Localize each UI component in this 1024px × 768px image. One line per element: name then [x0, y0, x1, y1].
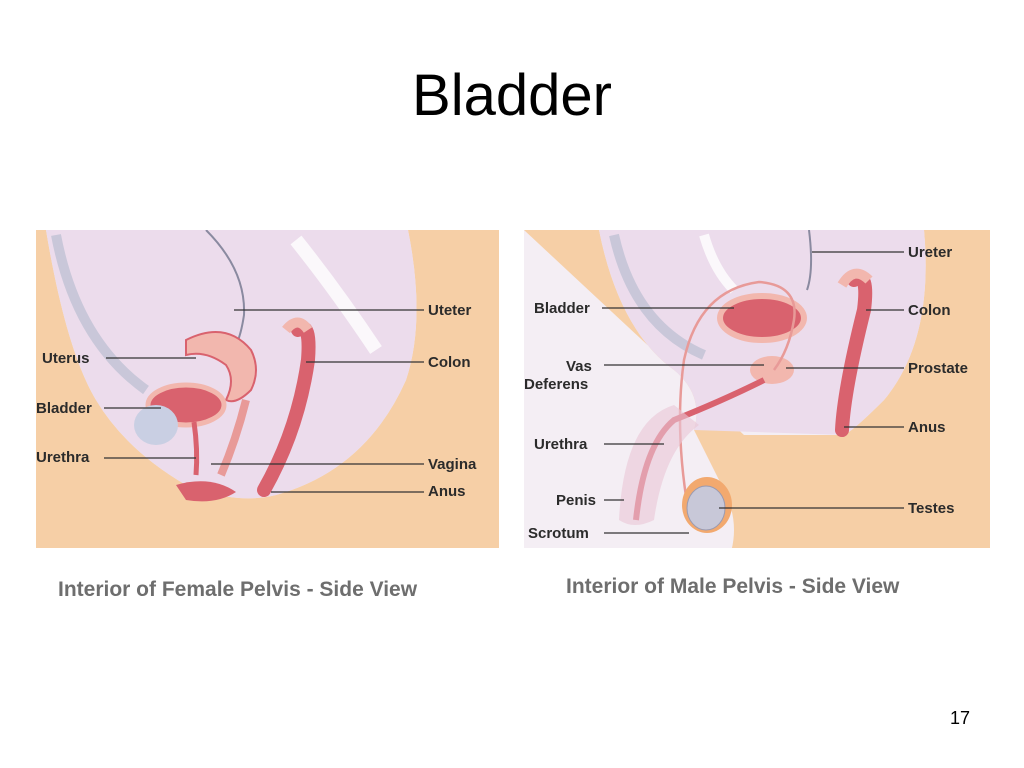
label-urethra: Urethra: [36, 449, 90, 466]
label-male-colon: Colon: [908, 302, 951, 319]
female-intestine-loop: [51, 234, 149, 395]
female-caption: Interior of Female Pelvis - Side View: [58, 578, 418, 601]
slide-title: Bladder: [412, 63, 612, 128]
label-bladder: Bladder: [36, 400, 92, 417]
female-pelvis-illustration: [36, 230, 499, 570]
female-highlight-curve: [290, 235, 382, 354]
female-pelvis-diagram: Uterus Bladder Urethra Uteter Colon Vagi…: [36, 230, 499, 570]
male-prostate-organ: [750, 356, 794, 384]
male-highlight-curve: [699, 233, 738, 294]
female-ureter-tube: [205, 230, 246, 346]
male-intestine-loop: [609, 233, 707, 360]
male-pelvis-diagram: Bladder Vas Deferens Urethra Penis Scrot…: [524, 230, 990, 570]
male-colon-top: [837, 268, 873, 288]
label-deferens: Deferens: [524, 376, 589, 393]
label-colon: Colon: [428, 354, 471, 371]
label-uteter: Uteter: [428, 302, 472, 319]
label-male-anus: Anus: [908, 419, 946, 436]
label-penis: Penis: [556, 492, 597, 509]
label-vagina: Vagina: [428, 456, 477, 473]
female-urethra-tube: [191, 421, 200, 476]
male-caption: Interior of Male Pelvis - Side View: [566, 575, 900, 598]
label-testes: Testes: [908, 500, 955, 517]
male-caption-band: [524, 548, 990, 570]
female-caption-band: [36, 548, 499, 570]
male-body-skin: [524, 230, 990, 570]
label-vas: Vas: [566, 358, 592, 375]
label-anus: Anus: [428, 483, 466, 500]
male-bladder-organ: [717, 293, 807, 343]
female-body-skin: [36, 230, 499, 570]
male-penis-shaft: [619, 405, 699, 525]
label-ureter: Ureter: [908, 244, 953, 261]
male-pelvis-illustration: [524, 230, 990, 570]
label-male-bladder: Bladder: [534, 300, 590, 317]
female-colon-top: [282, 317, 313, 334]
female-pubic-bone: [134, 405, 178, 445]
label-male-urethra: Urethra: [534, 436, 588, 453]
label-scrotum: Scrotum: [528, 525, 589, 542]
male-ureter-tube: [806, 230, 813, 291]
female-uterus-organ: [185, 331, 257, 403]
slide-number: 17: [949, 708, 970, 728]
label-uterus: Uterus: [42, 350, 90, 367]
label-prostate: Prostate: [908, 360, 969, 377]
female-vagina-canal: [217, 399, 250, 477]
female-perineum: [176, 481, 236, 502]
